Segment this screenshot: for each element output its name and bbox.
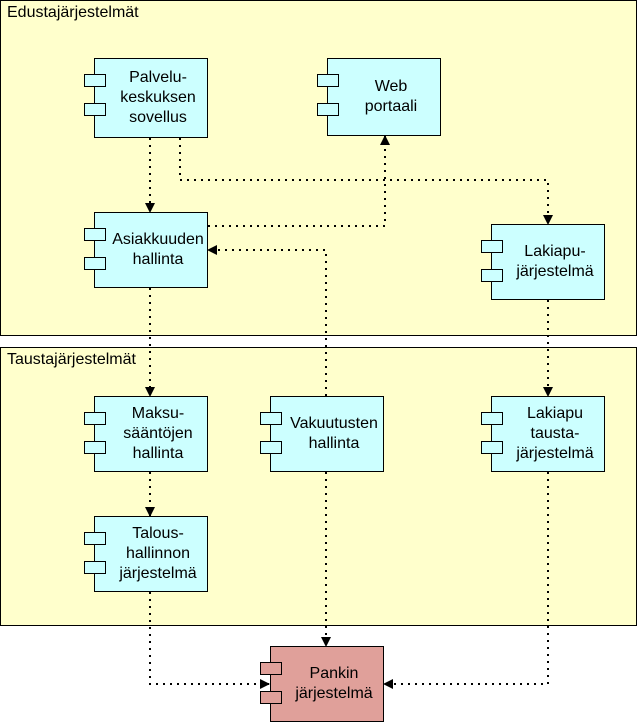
component-tab-icon: [84, 412, 106, 425]
component-tab-icon: [260, 441, 282, 454]
vakuutusten-hallinta-label: Vakuutusten hallinta: [290, 415, 378, 452]
component-tab-icon: [260, 412, 282, 425]
component-tab-icon: [84, 74, 106, 87]
component-tab-icon: [481, 269, 503, 282]
maksusaantojen-hallinta-label: Maksu- sääntöjen hallinta: [123, 405, 193, 462]
component-tab-icon: [84, 228, 106, 241]
component-tab-icon: [84, 532, 106, 545]
lakiapu-taustajarjestelma-label: Lakiapu tausta- järjestelmä: [516, 405, 594, 462]
component-tab-icon: [260, 662, 282, 675]
link-asiakkuus-web: [208, 135, 390, 227]
taloushallinnon-jarjestelma-component[interactable]: Talous- hallinnon järjestelmä: [84, 516, 208, 592]
lakiapu-label: Lakiapu- järjestelmä: [516, 243, 594, 280]
palvelukeskus-component[interactable]: Palvelu- keskuksen sovellus: [84, 58, 208, 138]
component-tab-icon: [84, 103, 106, 116]
lakiapu-taustajarjestelma-component[interactable]: Lakiapu tausta- järjestelmä: [481, 396, 605, 472]
maksusaantojen-hallinta-component[interactable]: Maksu- sääntöjen hallinta: [84, 396, 208, 472]
link-vakuutus-asiakkuus: [207, 245, 331, 405]
palvelukeskus-label: Palvelu- keskuksen sovellus: [120, 69, 196, 126]
link-talous-pankki: [149, 592, 270, 689]
component-tab-icon: [84, 441, 106, 454]
lakiapu-component[interactable]: Lakiapu- järjestelmä: [481, 224, 605, 300]
component-tab-icon: [84, 561, 106, 574]
component-tab-icon: [260, 691, 282, 704]
link-tausta-pankki: [383, 472, 549, 689]
component-tab-icon: [481, 412, 503, 425]
component-tab-icon: [317, 103, 339, 116]
back-systems-label: Taustajärjestelmät: [7, 351, 136, 368]
front-systems-label: Edustajärjestelmät: [7, 4, 139, 21]
pankin-jarjestelma-component[interactable]: Pankin järjestelmä: [260, 646, 384, 722]
component-tab-icon: [84, 257, 106, 270]
component-tab-icon: [317, 74, 339, 87]
component-tab-icon: [481, 441, 503, 454]
component-tab-icon: [481, 240, 503, 253]
pankin-jarjestelma-label: Pankin järjestelmä: [295, 665, 373, 702]
taloushallinnon-jarjestelma-label: Talous- hallinnon järjestelmä: [119, 525, 197, 582]
web-portal-label: Web portaali: [364, 78, 418, 115]
asiakkuuden-hallinta-component[interactable]: Asiakkuuden hallinta: [84, 212, 208, 288]
asiakkuuden-hallinta-label: Asiakkuuden hallinta: [112, 231, 204, 268]
web-portal-component[interactable]: Web portaali: [317, 58, 441, 136]
vakuutusten-hallinta-component[interactable]: Vakuutusten hallinta: [260, 396, 384, 472]
link-palvelu-lakiapu: [175, 129, 553, 225]
